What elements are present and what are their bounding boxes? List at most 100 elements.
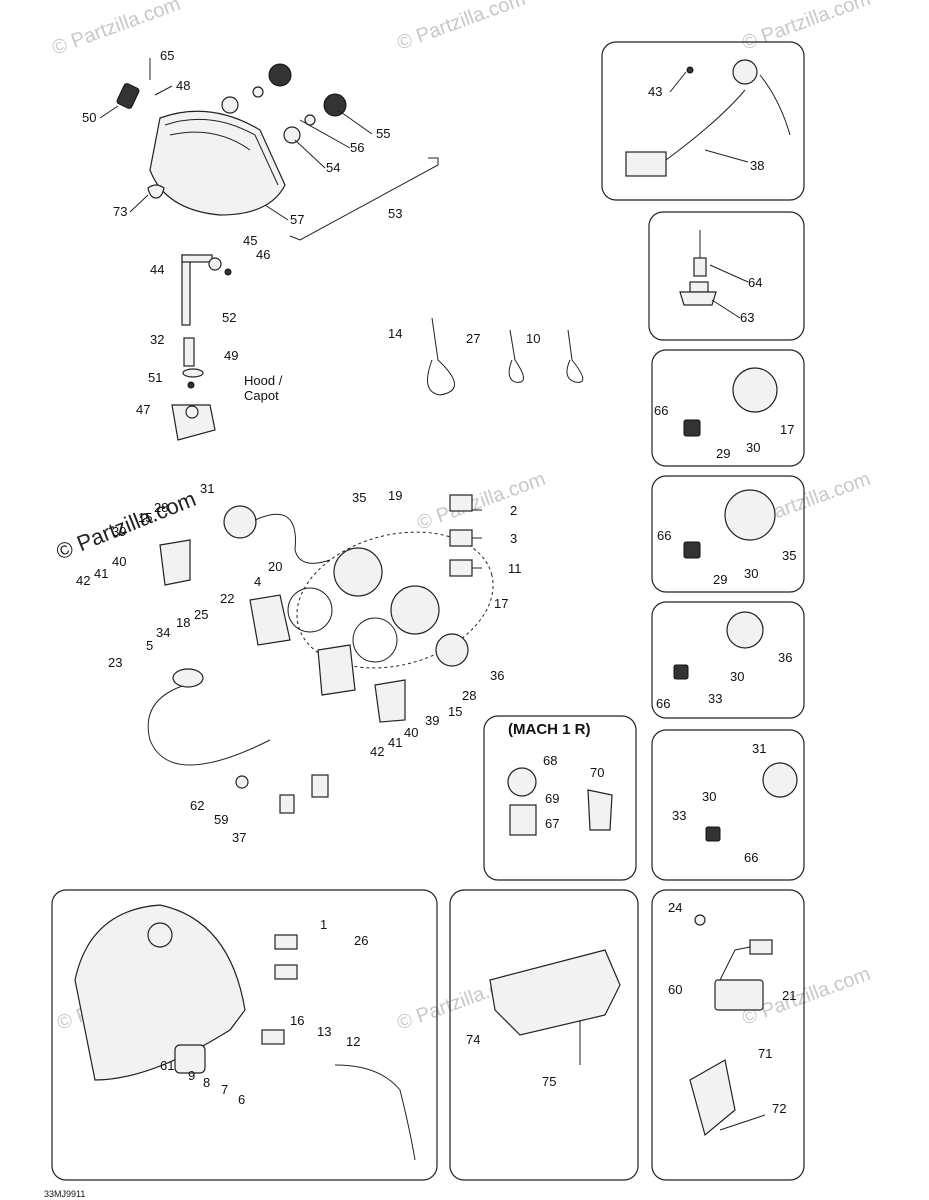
callout: 60 bbox=[668, 982, 682, 997]
callout: 5 bbox=[146, 638, 153, 653]
box-temp-sensor bbox=[648, 211, 805, 341]
temp-sensor-part bbox=[679, 230, 717, 306]
footer-code: 33MJ9911 bbox=[44, 1189, 85, 1199]
callout: 74 bbox=[466, 1032, 480, 1047]
bracket-part bbox=[489, 949, 621, 1065]
callout: 57 bbox=[290, 212, 304, 227]
gauge-36-part bbox=[673, 611, 764, 680]
callout: 53 bbox=[388, 206, 402, 221]
callout: 40 bbox=[112, 554, 126, 569]
callout: 7 bbox=[221, 1082, 228, 1097]
callout: 28 bbox=[154, 500, 168, 515]
callout: 66 bbox=[744, 850, 758, 865]
callout: 68 bbox=[543, 753, 557, 768]
callout: 33 bbox=[672, 808, 686, 823]
callout: 2 bbox=[510, 503, 517, 518]
callout: 70 bbox=[590, 765, 604, 780]
callout: 31 bbox=[200, 481, 214, 496]
callout: 15 bbox=[448, 704, 462, 719]
callout: 14 bbox=[388, 326, 402, 341]
callout: 54 bbox=[326, 160, 340, 175]
callout: 32 bbox=[150, 332, 164, 347]
box-gauge-31 bbox=[651, 729, 805, 881]
callout: 19 bbox=[388, 488, 402, 503]
box-gauge-35 bbox=[651, 475, 805, 593]
callout: 55 bbox=[376, 126, 390, 141]
callout: 41 bbox=[388, 735, 402, 750]
hood-label-line1: Hood / bbox=[244, 373, 283, 388]
connector-parts bbox=[235, 774, 329, 814]
callout: 64 bbox=[748, 275, 762, 290]
box-mach1r bbox=[483, 715, 637, 881]
callout: 66 bbox=[654, 403, 668, 418]
mach1r-title: (MACH 1 R) bbox=[508, 721, 591, 738]
callout: 38 bbox=[750, 158, 764, 173]
fuel-sender-part bbox=[625, 59, 791, 177]
callout: 30 bbox=[746, 440, 760, 455]
watermark: © Partzilla.com bbox=[414, 468, 548, 535]
callout: 44 bbox=[150, 262, 164, 277]
callout: 75 bbox=[542, 1074, 556, 1089]
box-module bbox=[651, 889, 805, 1181]
gauge-31-part bbox=[705, 762, 798, 842]
callout: 20 bbox=[268, 559, 282, 574]
callout: 42 bbox=[370, 744, 384, 759]
callout: 29 bbox=[713, 572, 727, 587]
callout: 18 bbox=[176, 615, 190, 630]
callout: 47 bbox=[136, 402, 150, 417]
callout: 11 bbox=[508, 561, 522, 576]
callout: 66 bbox=[657, 528, 671, 543]
callout: 66 bbox=[656, 696, 670, 711]
callout: 42 bbox=[76, 573, 90, 588]
callout: 49 bbox=[224, 348, 238, 363]
callout: 15 bbox=[138, 510, 152, 525]
callout: 28 bbox=[462, 688, 476, 703]
callout: 43 bbox=[648, 84, 662, 99]
callout: 31 bbox=[752, 741, 766, 756]
callout: 61 bbox=[160, 1058, 174, 1073]
box-bracket bbox=[449, 889, 639, 1181]
callout: 26 bbox=[354, 933, 368, 948]
callout: 62 bbox=[190, 798, 204, 813]
callout: 6 bbox=[238, 1092, 245, 1107]
cable-ties bbox=[427, 317, 584, 396]
callout: 45 bbox=[243, 233, 257, 248]
callout: 24 bbox=[668, 900, 682, 915]
gauge-17-part bbox=[683, 367, 778, 437]
callout: 39 bbox=[112, 524, 126, 539]
callout: 9 bbox=[188, 1068, 195, 1083]
hood-latch bbox=[171, 254, 232, 441]
callout: 46 bbox=[256, 247, 270, 262]
box-gauge-36 bbox=[651, 601, 805, 719]
callout: 35 bbox=[352, 490, 366, 505]
callout: 73 bbox=[113, 204, 127, 219]
callout: 51 bbox=[148, 370, 162, 385]
watermark: © Partzilla.com bbox=[394, 0, 528, 55]
callout: 13 bbox=[317, 1024, 331, 1039]
callout: 71 bbox=[758, 1046, 772, 1061]
callout: 36 bbox=[778, 650, 792, 665]
callout: 30 bbox=[730, 669, 744, 684]
headlight-assembly bbox=[116, 63, 439, 241]
callout: 17 bbox=[780, 422, 794, 437]
callout: 72 bbox=[772, 1101, 786, 1116]
box-gauge-17 bbox=[651, 349, 805, 467]
callout: 59 bbox=[214, 812, 228, 827]
callout: 30 bbox=[744, 566, 758, 581]
mach1r-parts bbox=[507, 767, 613, 836]
callout: 22 bbox=[220, 591, 234, 606]
callout: 41 bbox=[94, 566, 108, 581]
box-console bbox=[51, 889, 438, 1181]
watermark: © Partzilla.com bbox=[739, 0, 873, 55]
leader-lines bbox=[99, 58, 749, 569]
callout: 67 bbox=[545, 816, 559, 831]
callout: 8 bbox=[203, 1075, 210, 1090]
module-parts bbox=[689, 914, 773, 1137]
callout: 52 bbox=[222, 310, 236, 325]
callout: 34 bbox=[156, 625, 170, 640]
callout: 30 bbox=[702, 789, 716, 804]
callout-labels: 65 48 50 55 56 54 73 57 53 45 46 44 52 3… bbox=[76, 48, 796, 1116]
box-fuel-sender bbox=[601, 41, 805, 201]
callout: 48 bbox=[176, 78, 190, 93]
